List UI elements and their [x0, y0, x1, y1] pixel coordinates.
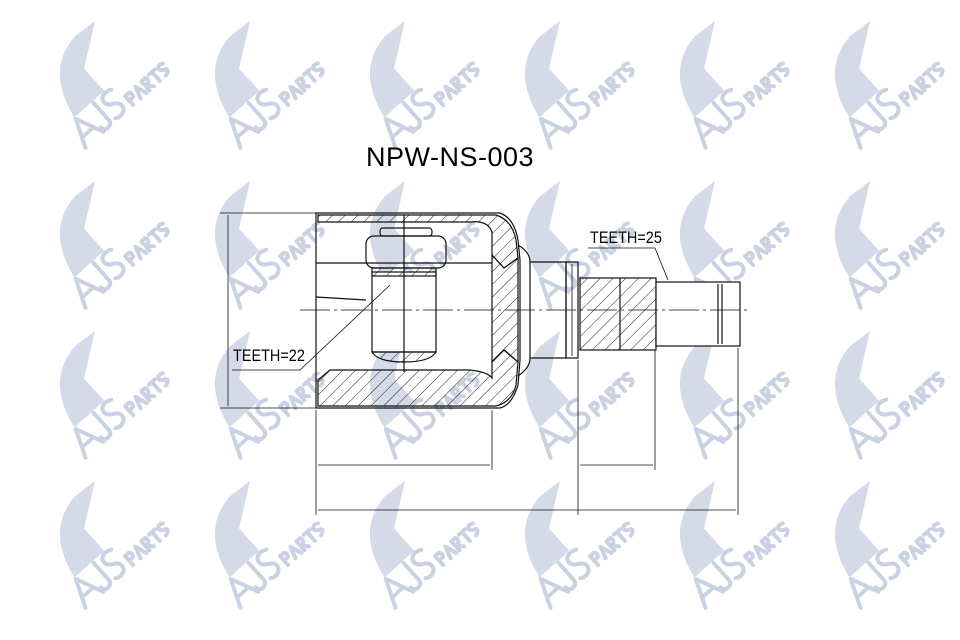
- ajs-parts-logo: [214, 480, 325, 610]
- ajs-parts-logo: [679, 330, 790, 460]
- housing-outline: [315, 212, 521, 409]
- teeth-25-label: TEETH=25: [590, 228, 662, 247]
- ajs-parts-logo: [524, 480, 635, 610]
- ajs-parts-logo: [524, 330, 635, 460]
- ajs-parts-logo: [59, 20, 170, 150]
- ajs-parts-logo: [59, 480, 170, 610]
- spline-shaft: [655, 281, 741, 347]
- ajs-parts-logo: [834, 480, 945, 610]
- ajs-parts-logo: [834, 20, 945, 150]
- ajs-parts-logo: [59, 330, 170, 460]
- ajs-parts-logo: [524, 20, 635, 150]
- ajs-parts-logo: [679, 480, 790, 610]
- leader-teeth-25: [588, 247, 669, 281]
- ajs-parts-logo: [59, 180, 170, 310]
- teeth-22-label: TEETH=22: [233, 346, 305, 365]
- ajs-parts-logo: [214, 20, 325, 150]
- stub-shaft: [579, 277, 657, 351]
- housing-end-wall: [491, 253, 519, 364]
- part-number-title: NPW-NS-003: [365, 142, 535, 172]
- ajs-parts-logo: [834, 180, 945, 310]
- inner-line-2: [315, 296, 367, 301]
- ajs-parts-logo: [679, 20, 790, 150]
- ajs-parts-logo: [834, 330, 945, 460]
- ajs-parts-logo: [369, 20, 480, 150]
- housing-top-wall: [317, 214, 519, 269]
- ajs-parts-logo: [369, 480, 480, 610]
- ajs-parts-logo: [214, 180, 325, 310]
- leader-teeth-22: [232, 284, 391, 371]
- roller-cap: [379, 227, 433, 237]
- ajs-parts-logo: [214, 330, 325, 460]
- ajs-parts-logo: [524, 180, 635, 310]
